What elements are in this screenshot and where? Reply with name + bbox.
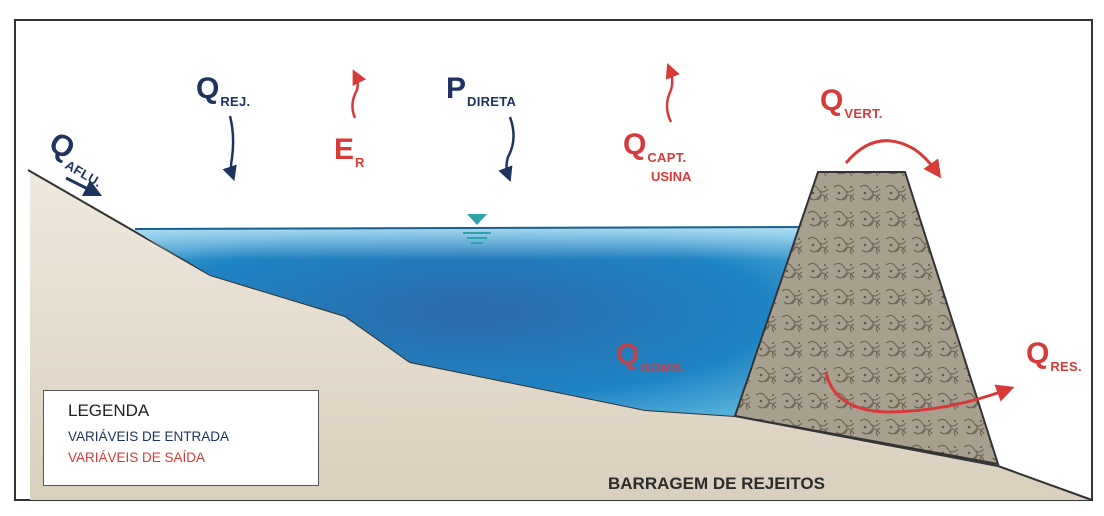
p-direta-arrow (498, 116, 515, 183)
q-capt-usina-label: USINA (651, 169, 692, 184)
q-res-label: QRES. (1026, 337, 1082, 374)
water-level-icon (463, 214, 491, 244)
q-lake-label: QBOMB. (616, 338, 686, 375)
reservoir-water (135, 227, 805, 416)
e-r-arrow (351, 69, 367, 119)
q-rej-arrow (222, 115, 237, 182)
q-vert-label: QVERT. (820, 84, 883, 121)
q-rej-label: QREJ. (196, 72, 251, 109)
q-res-arrow (824, 371, 1015, 414)
tailings-dam (733, 171, 1000, 466)
dam-label: BARRAGEM DE REJEITOS (608, 474, 825, 493)
q-capt-label: QCAPT. (623, 128, 687, 165)
q-capt-arrow (665, 63, 680, 123)
legend-outputs: VARIÁVEIS DE SAÍDA (68, 450, 206, 465)
water-surface-line (134, 226, 807, 230)
water-surface-highlight (135, 227, 805, 260)
p-direta-label: PDIRETA (446, 72, 517, 109)
legend: LEGENDA VARIÁVEIS DE ENTRADA VARIÁVEIS D… (43, 390, 319, 486)
q-aflu-arrow (65, 176, 103, 197)
legend-title: LEGENDA (68, 401, 150, 420)
e-r-label: ER (334, 133, 365, 170)
legend-inputs: VARIÁVEIS DE ENTRADA (68, 429, 230, 444)
q-vert-arrow (844, 139, 942, 179)
